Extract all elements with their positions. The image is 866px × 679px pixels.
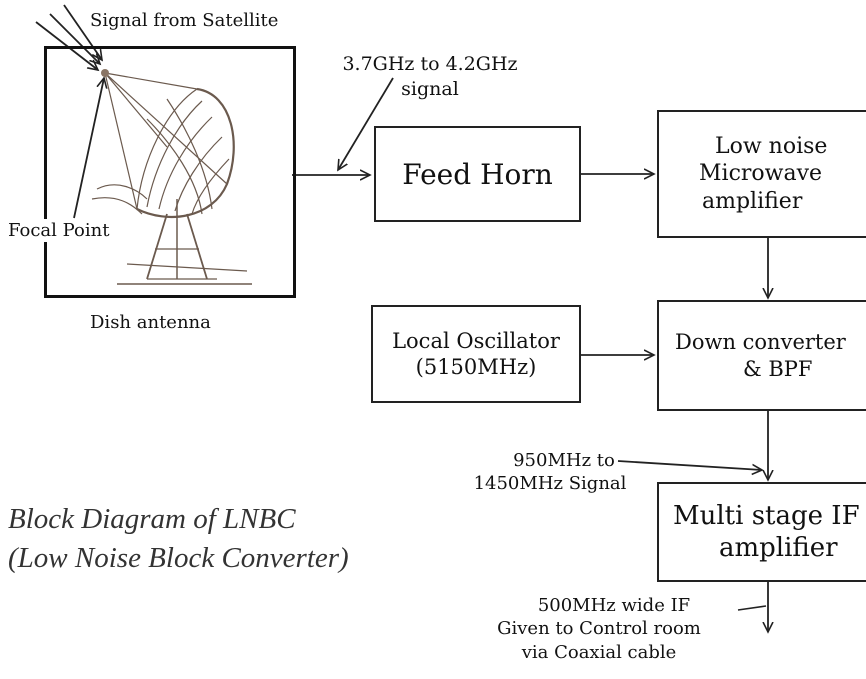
dish-antenna-label: Dish antenna [90, 312, 211, 333]
input-signal-label: 3.7GHz to 4.2GHz signal [330, 52, 530, 101]
if-amplifier-line-2: amplifier [719, 533, 838, 563]
caption-line-2: (Low Noise Block Converter) [8, 542, 349, 575]
output-signal-line-1: 500MHz wide IF [537, 595, 691, 616]
focal-point-pointer [73, 78, 104, 219]
if-signal-line-1: 950MHz to [513, 450, 615, 471]
lna-line-1: Low noise [715, 133, 828, 159]
lna-line-3: amplifier [702, 188, 803, 214]
if-amplifier-block: Multi stage IF amplifier [657, 482, 866, 582]
local-oscillator-line-1: Local Oscillator [392, 328, 560, 353]
down-converter-line-2: & BPF [743, 356, 813, 381]
down-converter-line-1: Down converter [675, 330, 846, 355]
output-signal-line-2: Given to Control room [497, 618, 701, 640]
down-converter-block: Down converter & BPF [657, 300, 866, 411]
if-signal-pointer [617, 460, 762, 470]
output-signal-line-3: via Coaxial cable [521, 641, 677, 663]
caption-line-1: Block Diagram of LNBC [8, 503, 296, 535]
if-amplifier-line-1: Multi stage IF [673, 500, 860, 531]
input-signal-line-1: 3.7GHz to 4.2GHz [342, 53, 518, 75]
input-signal-pointer [338, 77, 394, 170]
feed-horn-label: Feed Horn [402, 157, 553, 191]
signal-from-satellite-label: Signal from Satellite [90, 10, 279, 31]
feed-horn-block: Feed Horn [374, 126, 581, 222]
local-oscillator-line-2: (5150MHz) [415, 355, 537, 379]
output-signal-pointer [737, 605, 767, 611]
dish-antenna-sketch [91, 69, 252, 285]
lna-line-2: Microwave [699, 161, 823, 187]
if-signal-line-2: 1450MHz Signal [473, 473, 627, 495]
focal-point-label: Focal Point [6, 219, 112, 243]
dish-antenna-frame [44, 46, 296, 298]
local-oscillator-block: Local Oscillator (5150MHz) [371, 305, 581, 403]
output-signal-label: 500MHz wide IF Given to Control room via… [473, 594, 725, 664]
input-signal-line-2: signal [401, 77, 459, 100]
low-noise-amplifier-block: Low noise Microwave amplifier [657, 110, 866, 238]
if-signal-label: 950MHz to 1450MHz Signal [454, 449, 646, 496]
diagram-caption: Block Diagram of LNBC (Low Noise Block C… [8, 500, 349, 578]
